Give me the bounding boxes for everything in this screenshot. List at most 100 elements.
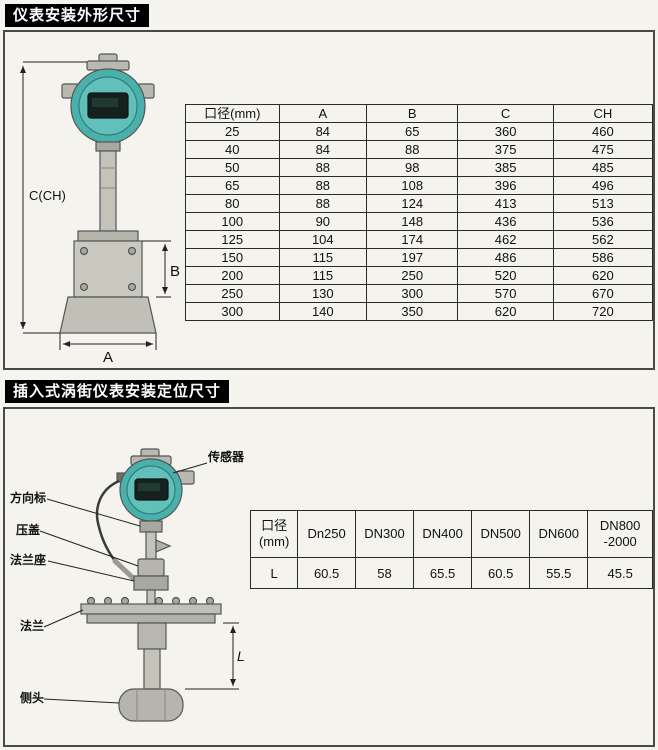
table-cell: 375 (457, 140, 554, 159)
dimension-lines (20, 61, 171, 350)
lcd-digits (92, 98, 118, 107)
table-cell: 55.5 (529, 557, 589, 589)
table-cell: 174 (366, 230, 459, 249)
probe-label: 侧头 (20, 690, 44, 705)
lcd-digits (138, 483, 160, 491)
column-header: A (278, 104, 368, 123)
stem-upper (145, 531, 157, 560)
table-cell: 300 (366, 284, 459, 303)
table-cell: 620 (552, 266, 654, 285)
table-cell: 60.5 (471, 557, 531, 589)
sensor-label: 传感器 (207, 449, 245, 464)
table-cell: 485 (552, 158, 654, 177)
table-cell: 88 (278, 176, 368, 195)
column-header: B (366, 104, 459, 123)
table-cell: 50 (185, 158, 280, 177)
table-cell: 148 (366, 212, 459, 231)
table-cell: 40 (185, 140, 280, 159)
column-header: C (457, 104, 554, 123)
table-cell: 250 (366, 266, 459, 285)
table-cell: 84 (278, 140, 368, 159)
column-header: CH (552, 104, 654, 123)
flowmeter-outline-diagram: C(CH) B A (20, 53, 180, 366)
table-cell: 124 (366, 194, 459, 213)
table-cell: 104 (278, 230, 368, 249)
table-cell: 475 (552, 140, 654, 159)
direction-pointer (155, 539, 172, 553)
table-cell: 720 (552, 302, 654, 321)
dim-a-label: A (103, 349, 113, 366)
table-cell: 586 (552, 248, 654, 267)
table-cell: 140 (278, 302, 368, 321)
insertion-flowmeter-diagram: 传感器 方向标 压盖 法兰座 法兰 侧头 L (10, 448, 245, 722)
table-cell: 413 (457, 194, 554, 213)
table-cell: L (249, 557, 299, 589)
column-header: Dn250 (297, 510, 356, 558)
table-cell: 125 (185, 230, 280, 249)
dim-c-label: C(CH) (29, 188, 66, 203)
table-cell: 250 (185, 284, 280, 303)
table-cell: 58 (354, 557, 415, 589)
table-cell: 513 (552, 194, 654, 213)
table-cell: 570 (457, 284, 554, 303)
table-cell: 80 (185, 194, 280, 213)
table-cell: 84 (278, 122, 368, 141)
table-cell: 90 (278, 212, 368, 231)
table-cell: 88 (366, 140, 459, 159)
column-header: DN800 -2000 (587, 510, 653, 558)
column-header: DN300 (354, 510, 415, 558)
head-neck (95, 141, 121, 152)
table-cell: 670 (552, 284, 654, 303)
table-cell: 130 (278, 284, 368, 303)
table-cell: 436 (457, 212, 554, 231)
leader-lines (39, 462, 208, 704)
table-cell: 25 (185, 122, 280, 141)
table-cell: 115 (278, 266, 368, 285)
table-cell: 300 (185, 302, 280, 321)
table-cell: 100 (185, 212, 280, 231)
gland (137, 558, 165, 577)
sensor-cable (95, 479, 120, 562)
column-header: DN500 (471, 510, 531, 558)
column-header: 口径(mm) (185, 104, 280, 123)
table-cell: 88 (278, 194, 368, 213)
head-neck (139, 520, 163, 533)
bolt (127, 282, 137, 292)
section2-title: 插入式涡街仪表安装定位尺寸 (5, 380, 230, 403)
bolt (79, 246, 89, 256)
table-cell: 360 (457, 122, 554, 141)
table-cell: 620 (457, 302, 554, 321)
table-cell: 197 (366, 248, 459, 267)
table-cell: 65.5 (413, 557, 473, 589)
table-cell: 520 (457, 266, 554, 285)
cable-rod (112, 558, 137, 582)
table-cell: 65 (185, 176, 280, 195)
table-cell: 350 (366, 302, 459, 321)
column-header: 口径 (mm) (249, 510, 299, 558)
bolt (127, 246, 137, 256)
flange-label: 法兰 (20, 618, 44, 633)
pipe-stub (137, 622, 167, 650)
flange-plate-top (80, 603, 222, 615)
table-cell: 396 (457, 176, 554, 195)
table-cell: 108 (366, 176, 459, 195)
stem-lower (146, 589, 156, 605)
column-header: DN600 (529, 510, 589, 558)
support-tube (99, 150, 117, 232)
